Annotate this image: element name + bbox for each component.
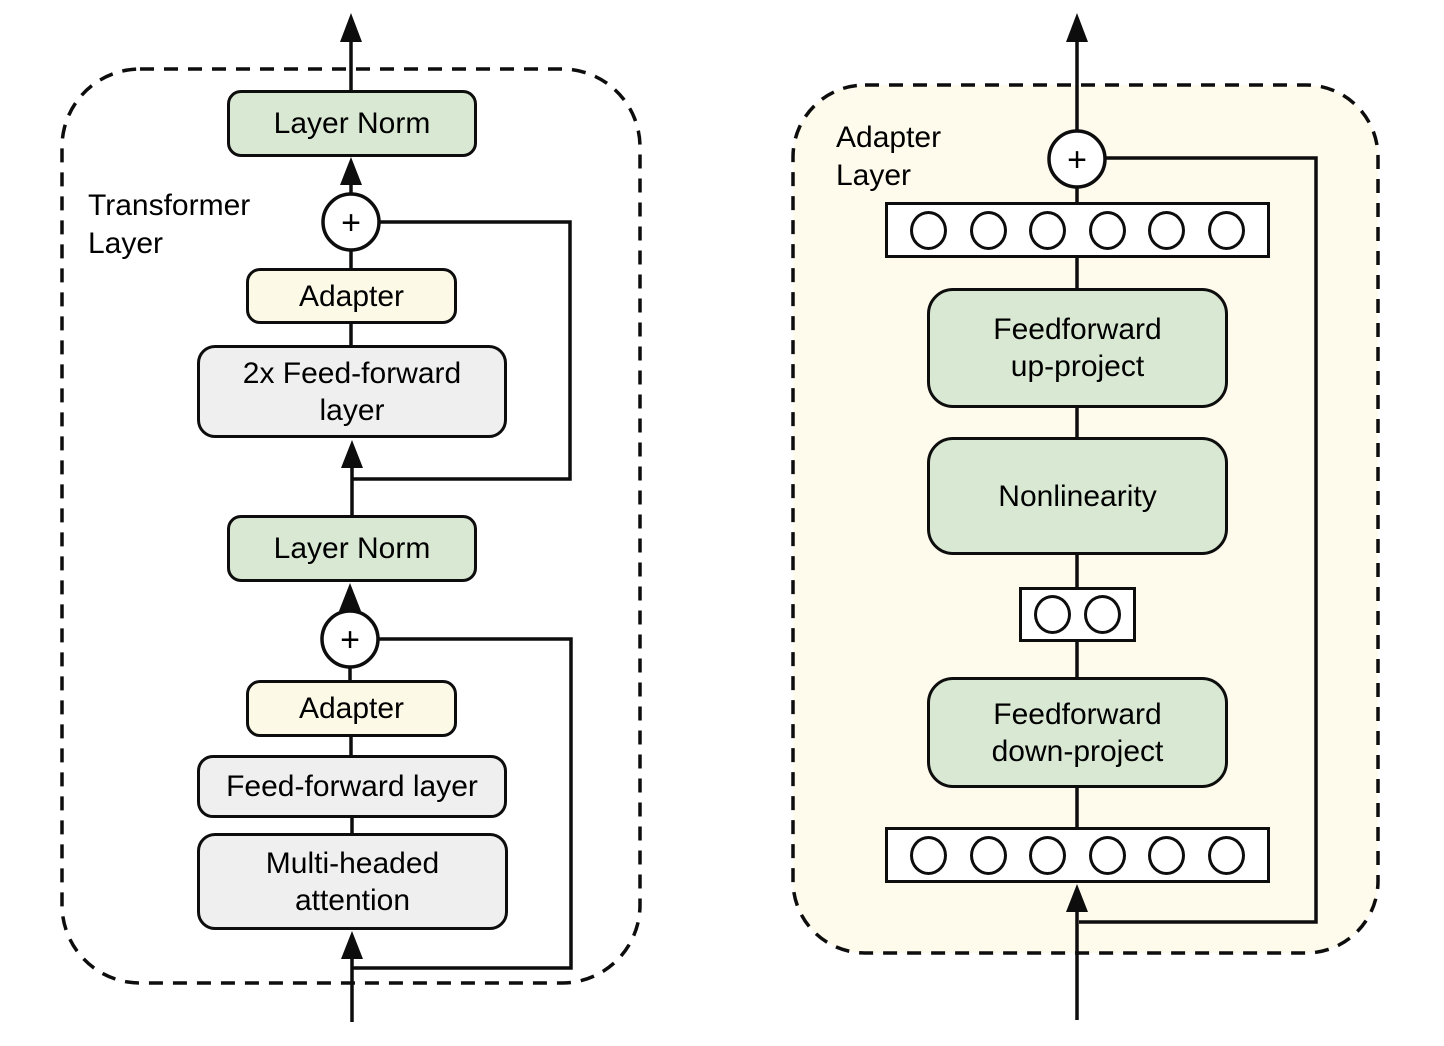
right-input-arrowhead xyxy=(1066,884,1088,912)
feature-circle xyxy=(969,835,1007,875)
layer-norm-bottom-box: Layer Norm xyxy=(227,515,477,582)
feedforward-up-project-box: Feedforward up-project xyxy=(927,288,1228,408)
plus-circle xyxy=(1047,129,1107,189)
feature-circle xyxy=(910,210,948,250)
feature-row-bottom xyxy=(885,827,1270,883)
plus-sign: + xyxy=(340,621,360,659)
right-connectors xyxy=(1066,13,1318,1020)
feature-row-top xyxy=(885,202,1270,258)
left-input-arrowhead xyxy=(341,931,363,959)
plus-circle xyxy=(321,192,381,252)
left-layernorm-top-arrowhead xyxy=(340,157,362,185)
adapter-top-box: Adapter xyxy=(246,268,457,324)
nonlinearity-box: Nonlinearity xyxy=(927,437,1228,555)
feature-circle xyxy=(1207,835,1245,875)
feature-circle xyxy=(1034,595,1072,634)
left-upper-skip-connection xyxy=(352,220,572,481)
feature-circle xyxy=(910,835,948,875)
feature-circle xyxy=(1029,210,1067,250)
transformer-layer-label: Transformer Layer xyxy=(88,189,251,260)
plus-sign: + xyxy=(341,204,361,242)
feature-circle xyxy=(1148,835,1186,875)
layer-norm-top-box: Layer Norm xyxy=(227,90,477,157)
left-add-node-top: + xyxy=(321,192,381,252)
feature-circle xyxy=(969,210,1007,250)
right-skip-connection xyxy=(1079,156,1318,924)
feature-circle xyxy=(1088,835,1126,875)
plus-sign: + xyxy=(1067,141,1087,179)
feature-circle xyxy=(1029,835,1067,875)
right-output-arrowhead xyxy=(1066,13,1088,42)
multi-headed-attention-box: Multi-headed attention xyxy=(197,833,508,930)
left-add-node-bottom: + xyxy=(320,609,380,669)
left-lower-skip-connection xyxy=(352,637,573,970)
plus-circle xyxy=(320,609,380,669)
feature-circle xyxy=(1207,210,1245,250)
left-connectors xyxy=(339,13,573,1022)
feed-forward-2x-box: 2x Feed-forward layer xyxy=(197,345,507,438)
adapter-bottom-box: Adapter xyxy=(246,680,457,737)
adapter-layer-label: Adapter Layer xyxy=(836,121,942,192)
bottleneck-feature-row xyxy=(1019,587,1136,642)
feed-forward-layer-box: Feed-forward layer xyxy=(197,755,507,818)
feature-circle xyxy=(1148,210,1186,250)
feedforward-down-project-box: Feedforward down-project xyxy=(927,677,1228,788)
left-layernorm2-arrowhead xyxy=(339,583,361,611)
feature-circle xyxy=(1083,595,1121,634)
right-add-node: + xyxy=(1047,129,1107,189)
left-output-arrowhead xyxy=(340,13,362,42)
left-ff2x-arrowhead xyxy=(341,440,363,468)
feature-circle xyxy=(1088,210,1126,250)
